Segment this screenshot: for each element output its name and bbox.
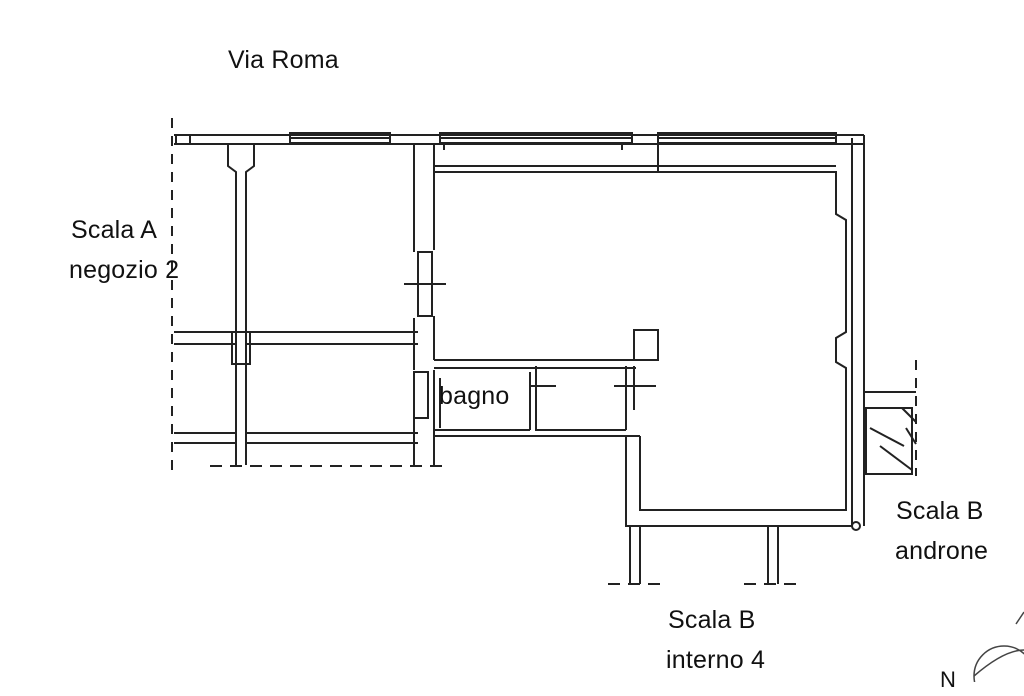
stair-b-hall-sublabel: androne [895,537,989,565]
pier [629,526,779,584]
stair-b-unit-sublabel: interno 4 [666,646,766,674]
stair-b-unit-label: Scala B [668,606,756,634]
street-label: Via Roma [228,46,339,74]
stair-a-label: Scala A [71,216,158,244]
compass-rose-icon [973,611,1024,682]
window [289,132,391,144]
window [657,132,837,144]
stair-b-hall-label: Scala B [896,497,984,525]
stair-a-unit-label: negozio 2 [69,256,180,284]
bathroom-walls [433,329,659,437]
stair-b-block [864,391,917,475]
compass-north-label: N [940,667,957,692]
window [439,132,633,144]
floor-plan [171,118,1024,682]
party-wall [404,144,446,465]
partition-wall [174,331,418,444]
apartment-wall [434,135,865,531]
bathroom-label: bagno [439,382,510,410]
pier [227,144,255,465]
